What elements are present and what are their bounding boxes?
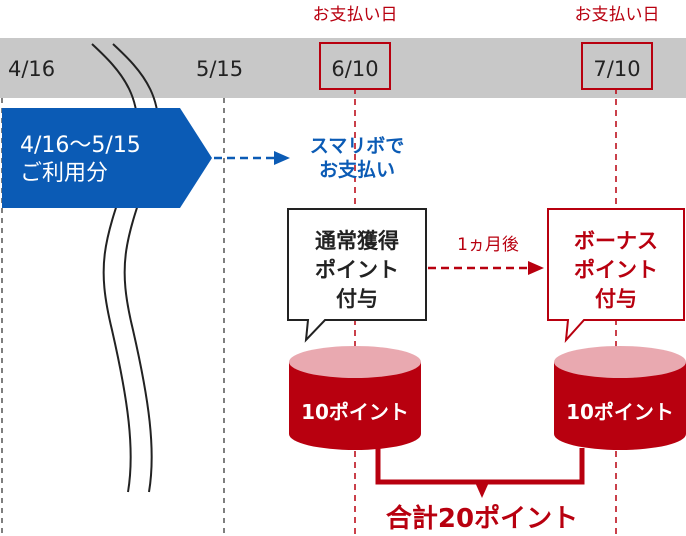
bonus-points-bubble	[547, 208, 685, 343]
break-mark-left	[91, 43, 139, 493]
usage-period-line2: ご利用分	[20, 161, 108, 186]
date-label-4-16: 4/16	[8, 57, 55, 81]
date-label-7-10: 7/10	[593, 57, 640, 81]
payment-day-box-6-10	[319, 42, 391, 90]
bonus-points-cylinder-label: 10ポイント	[566, 400, 674, 424]
normal-points-line1: 通常獲得	[315, 229, 399, 253]
payment-method-line2: お支払い	[319, 159, 395, 181]
normal-points-line3: 付与	[336, 287, 378, 311]
payment-day-box-7-10	[581, 42, 653, 90]
usage-period-box	[2, 108, 212, 208]
normal-points-line2: ポイント	[315, 258, 399, 282]
one-month-later-label: 1ヵ月後	[457, 235, 519, 255]
payment-day-caption-2: お支払い日	[575, 5, 660, 25]
break-mark-right	[112, 43, 160, 493]
normal-points-cylinder	[289, 346, 421, 450]
total-points-label: 合計20ポイント	[386, 503, 578, 534]
payment-method-line1: スマリボで	[310, 135, 404, 157]
normal-points-cylinder-label: 10ポイント	[301, 400, 409, 424]
sum-connector-arrow	[474, 480, 490, 498]
sum-connector	[375, 448, 585, 485]
date-label-5-15: 5/15	[196, 57, 243, 81]
date-label-6-10: 6/10	[331, 57, 378, 81]
payment-day-caption-1: お支払い日	[313, 5, 398, 25]
blue-arrow-head	[274, 151, 290, 165]
bonus-points-line3: 付与	[595, 287, 637, 311]
bonus-points-cylinder	[554, 346, 686, 450]
red-arrow-head	[528, 261, 544, 275]
usage-period-line1: 4/16〜5/15	[20, 133, 141, 158]
normal-points-bubble	[287, 208, 427, 343]
bonus-points-line1: ボーナス	[574, 229, 658, 253]
bonus-points-line2: ポイント	[574, 258, 658, 282]
